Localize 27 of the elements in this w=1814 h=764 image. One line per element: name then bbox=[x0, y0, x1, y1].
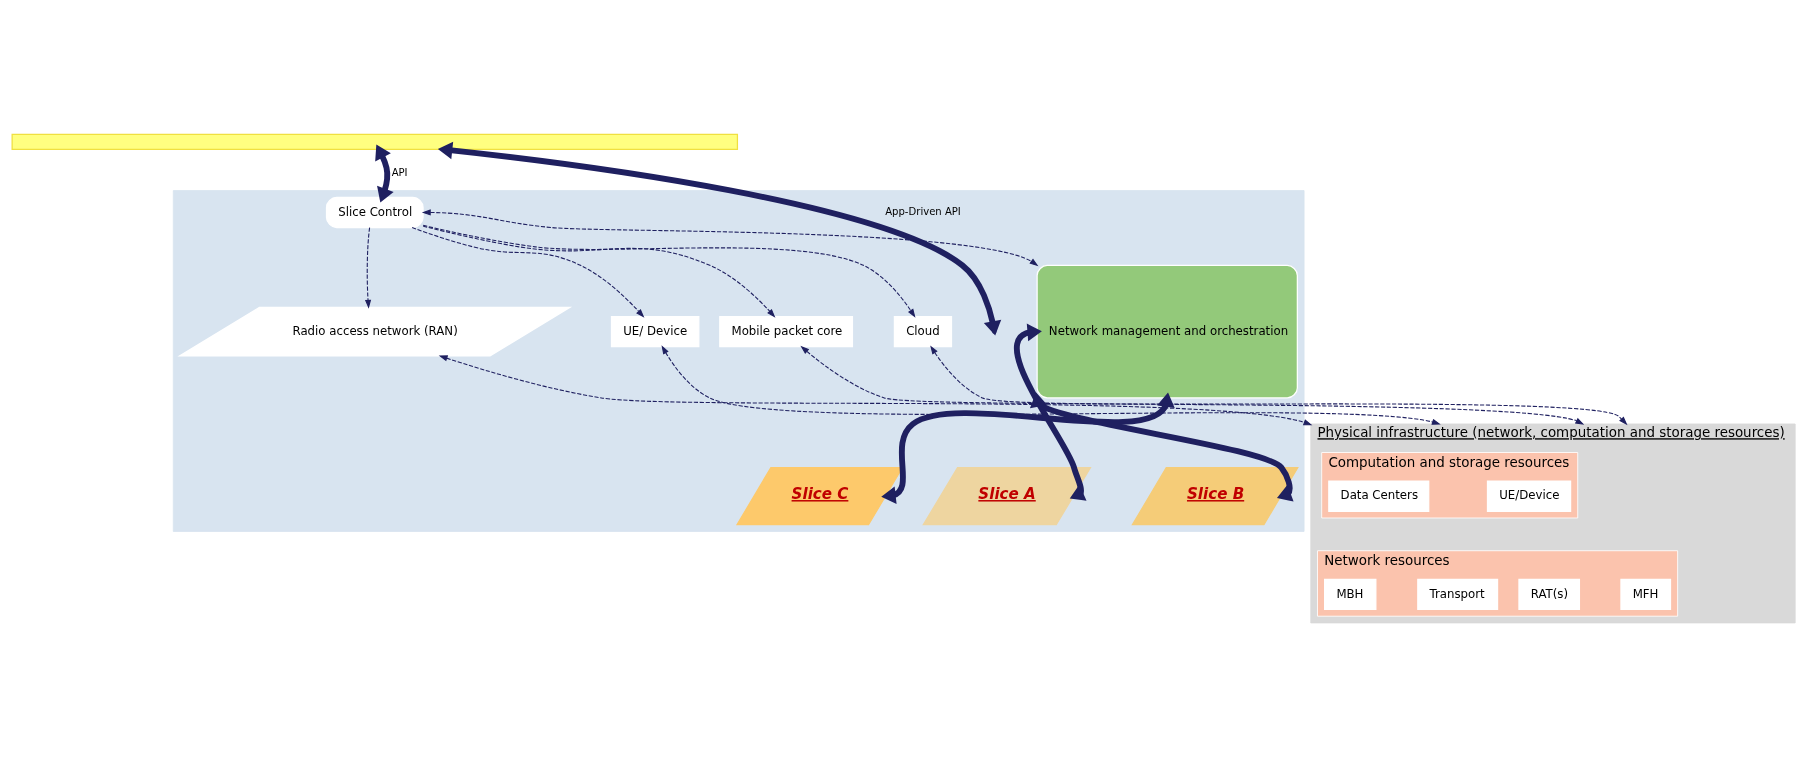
edge-label: API bbox=[391, 167, 408, 178]
node-box: Data Centers bbox=[1328, 480, 1430, 512]
arrow bbox=[881, 392, 1175, 504]
arrow bbox=[930, 345, 1628, 426]
node-box: RAT(s) bbox=[1518, 578, 1581, 611]
arrow bbox=[364, 227, 372, 309]
node-box: Transport bbox=[1417, 578, 1499, 611]
node-box: Cloud bbox=[893, 315, 953, 348]
arrow bbox=[411, 227, 645, 318]
edge-label: App-Driven API bbox=[885, 206, 961, 218]
node-box: UE/ Device bbox=[610, 315, 700, 348]
arrow bbox=[1029, 392, 1294, 502]
arrow bbox=[375, 144, 394, 203]
arrow bbox=[1014, 323, 1087, 501]
arrow bbox=[422, 224, 916, 318]
node-box: MBH bbox=[1324, 578, 1377, 611]
arrow bbox=[800, 345, 1585, 425]
node-box: UE/Device bbox=[1486, 480, 1572, 512]
arrow bbox=[438, 355, 1313, 426]
arrow bbox=[422, 225, 776, 318]
node-bar bbox=[11, 133, 739, 151]
arrow bbox=[421, 209, 1039, 267]
node-box: MFH bbox=[1620, 578, 1672, 611]
node-box: Slice Control bbox=[325, 196, 424, 229]
node-box: Network management and orchestration bbox=[1036, 264, 1298, 399]
node-box: Mobile packet core bbox=[719, 315, 854, 348]
arrow bbox=[661, 345, 1441, 425]
